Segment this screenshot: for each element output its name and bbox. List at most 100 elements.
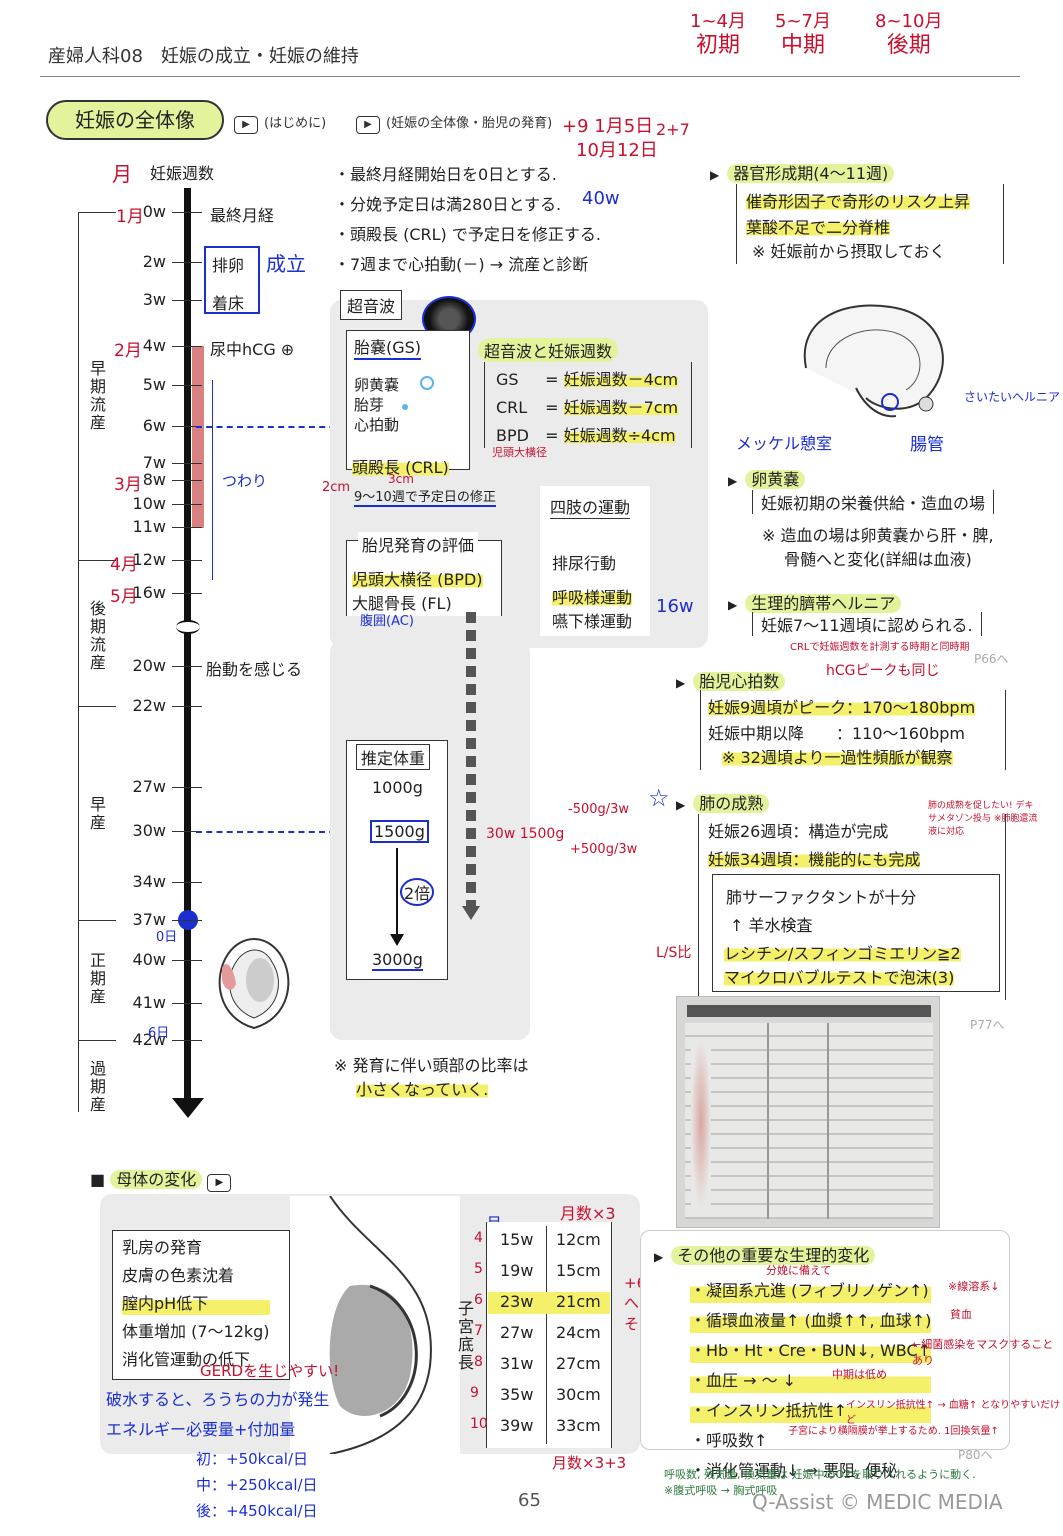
week-label: 4w	[142, 336, 166, 355]
maternal-list: 乳房の発育 皮膚の色素沈着 膣内pH低下 体重増加 (7～12kg) 消化管運動…	[122, 1238, 270, 1369]
week-tick	[172, 1003, 202, 1004]
formula-value: 妊娠週数－4cm	[563, 370, 679, 389]
week-tick	[172, 831, 202, 832]
week-label: 41w	[132, 993, 166, 1012]
other-item: ・循環血液量↑ (血漿↑↑, 血球↑)	[690, 1306, 932, 1336]
date-note-b: 10月12日	[576, 140, 658, 161]
event-implantation: 着床	[212, 294, 245, 313]
week-tick	[172, 1040, 202, 1041]
week-tick	[172, 882, 202, 883]
page-title: 産婦人科08 妊娠の成立・妊娠の維持	[48, 46, 359, 67]
link-1500g	[196, 831, 366, 833]
other-note-prep: 分娩に備えて	[766, 1264, 832, 1277]
weight-note-b: 30w 1500g	[486, 826, 565, 842]
phase-postterm: 過期産	[87, 1060, 106, 1114]
organ-item-3: ※ 妊娠前から摂取しておく	[752, 242, 946, 261]
yolk-main: 妊娠初期の栄養供給・造血の場	[752, 490, 995, 514]
other-note-anemia: 貧血	[950, 1308, 972, 1321]
event-ovulation: 排卵	[212, 256, 245, 275]
play-icon[interactable]: ▶	[207, 1174, 232, 1192]
lung-ls-label: L/S比	[656, 945, 692, 961]
video-link-overview[interactable]: ▶(妊娠の全体像・胎児の発育)	[356, 112, 552, 134]
fundus-formula: 月数×3	[560, 1204, 616, 1223]
ultrasound-gs: 胎嚢(GS)	[354, 334, 422, 360]
month-header: 月	[112, 162, 132, 186]
hernia-ref[interactable]: P66へ	[974, 652, 1009, 666]
video-link-intro[interactable]: ▶(はじめに)	[234, 112, 326, 134]
yolk-circle-icon	[420, 376, 434, 390]
weight-note-a: -500g/3w	[568, 802, 630, 817]
other-item: ・血圧 → ～ ↓	[690, 1366, 932, 1396]
week-tick	[172, 920, 202, 921]
limbs-panel	[540, 486, 650, 636]
gerd-note: GERDを生じやすい!	[200, 1362, 340, 1380]
heart-box	[700, 690, 1006, 770]
limbs-breathing: 呼吸様運動	[552, 584, 633, 608]
yolk-note-1: ※ 造血の場は卵黄嚢から肝・脾,	[762, 526, 994, 545]
timeline-arrow-icon	[172, 1098, 204, 1118]
week-label: 34w	[132, 872, 166, 891]
lung-ref[interactable]: P77へ	[970, 1018, 1005, 1032]
phase-bracket	[78, 212, 79, 1112]
weight-title: 推定体重	[356, 744, 431, 770]
diagram-cord: さいたいヘルニア	[964, 390, 1061, 404]
hernia-main: 妊娠7～11週頃に認められる.	[752, 612, 982, 636]
week-tick	[172, 300, 202, 301]
other-list: ・凝固系亢進 (フィブリノゲン↑)・循環血液量↑ (血漿↑↑, 血球↑)・Hb・…	[690, 1276, 932, 1486]
organ-box	[736, 184, 1004, 264]
weight-1500: 1500g	[370, 820, 429, 843]
week-label: 10w	[132, 494, 166, 513]
ultrasound-embryo: 胎芽	[354, 396, 385, 414]
limbs-week: 16w	[656, 596, 694, 617]
other-ref[interactable]: P80へ	[958, 1448, 993, 1462]
fundus-month: 5	[474, 1261, 483, 1277]
date-note-a: +9 1月5日	[562, 116, 654, 137]
week-tick	[172, 960, 202, 961]
heart-row-3: ※ 32週頃より一過性頻脈が観察	[722, 744, 953, 768]
week-tick	[172, 385, 202, 386]
play-icon: ▶	[356, 116, 380, 134]
formula-equals: =	[540, 398, 564, 417]
fundus-week: 31w	[500, 1354, 534, 1373]
textbook-photo	[676, 996, 940, 1228]
energy-list: 初：+50kcal/日 中：+250kcal/日 後：+450kcal/日	[196, 1450, 318, 1520]
other-item: ・インスリン抵抗性↑	[690, 1396, 932, 1426]
dev-arrow-head-icon	[462, 906, 480, 920]
dev-fl: 大腿骨長 (FL)	[352, 594, 452, 613]
fundus-cm: 21cm	[556, 1292, 601, 1311]
event-box	[204, 246, 260, 314]
fundus-label: 子宮底長	[455, 1300, 474, 1372]
fundus-cm: 12cm	[556, 1230, 601, 1249]
ultrasound-crl: 頭殿長 (CRL)	[352, 454, 449, 478]
ultrasound-title: 超音波	[340, 290, 403, 320]
timeline-axis	[184, 188, 191, 1103]
fundus-cm: 15cm	[556, 1261, 601, 1280]
week-tick	[172, 593, 202, 594]
phase-early-miscarriage: 早期流産	[87, 360, 106, 432]
fundus-week: 19w	[500, 1261, 534, 1280]
weight-note-c: +500g/3w	[570, 842, 638, 857]
period-late: 8~10月 後期	[875, 11, 943, 58]
maternal-title: ■ 母体の変化 ▶	[90, 1166, 232, 1192]
weight-arrow	[396, 848, 398, 938]
phase-preterm: 早産	[87, 796, 106, 832]
week-label: 5w	[142, 375, 166, 394]
week-tick	[172, 262, 202, 263]
crl-note-a: 2cm	[322, 480, 351, 495]
dev-title: 胎児発育の評価	[358, 532, 479, 556]
tsuwari-arrow	[212, 380, 213, 580]
formula-row: BPD = 妊娠週数÷4cm	[496, 422, 678, 450]
formula-equals: =	[540, 370, 564, 389]
lung-box	[698, 814, 1006, 1000]
week-tick	[172, 480, 202, 481]
credit: Q-Assist © MEDIC MEDIA	[752, 1490, 1003, 1514]
embryo-diagram	[803, 304, 944, 418]
weeks-formula-box	[484, 362, 692, 448]
week-tick	[172, 527, 202, 528]
week-label: 20w	[132, 656, 166, 675]
date-note-c: 2+7	[656, 120, 690, 139]
ultrasound-crl-fix: 9～10週で予定日の修正	[354, 486, 496, 507]
organ-item-2: 葉酸不足で二分脊椎	[746, 214, 891, 238]
week-label: 27w	[132, 777, 166, 796]
other-title: その他の重要な生理的変化	[654, 1242, 876, 1266]
